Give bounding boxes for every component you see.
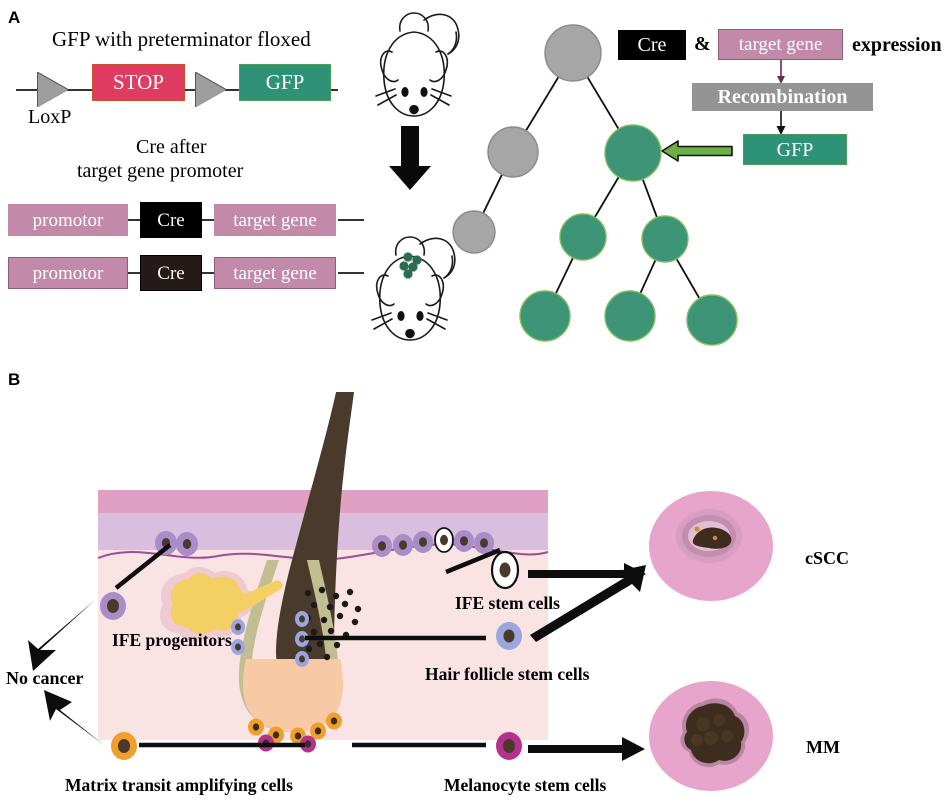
recombination-box: Recombination — [692, 83, 873, 111]
label-no-cancer: No cancer — [6, 668, 84, 688]
melanocyte-stem-cell-callout-cell — [496, 732, 522, 760]
panel-b-connectors — [28, 543, 646, 761]
lineage-node-green — [604, 290, 656, 342]
label-ife-progenitors: IFE progenitors — [112, 630, 232, 650]
arrow-to-gfp-icon — [776, 111, 786, 135]
mouse-wildtype-illustration — [375, 12, 460, 117]
connector-row2-a — [128, 272, 140, 274]
lineage-node-grey — [487, 126, 539, 178]
lineage-tree — [452, 24, 738, 346]
label-ife-stem-cells: IFE stem cells — [455, 593, 560, 613]
panel-a-letter: A — [8, 8, 21, 27]
promotor-box-row-2: promotor — [8, 257, 128, 289]
label-melanocyte-stem-cells: Melanocyte stem cells — [444, 775, 607, 795]
ampersand-label: & — [694, 33, 711, 55]
target-gene-box-row-1: target gene — [214, 204, 336, 236]
connector-row1-c — [338, 219, 364, 221]
hair-follicle-stem-cells-in-situ — [231, 611, 309, 667]
label-mm: MM — [806, 737, 840, 757]
lineage-node-green — [519, 290, 571, 342]
panel-b-letter: B — [8, 370, 21, 389]
ife-stem-cell-callout-cell — [490, 550, 520, 590]
down-arrow-icon — [389, 126, 431, 190]
label-matrix-transit-amplifying-cells: Matrix transit amplifying cells — [65, 775, 293, 795]
mm-tumor-illustration — [649, 681, 773, 791]
target-gene-expression-box: target gene — [718, 29, 843, 60]
hair-follicle-stem-cell-callout-cell — [496, 622, 522, 650]
mouse-gfp-positive-illustration — [371, 236, 456, 341]
loxp-label: LoxP — [28, 106, 72, 128]
expression-label: expression — [852, 34, 942, 56]
arrow-to-recombination-icon — [777, 60, 785, 84]
matrix-transit-amplifying-callout-cell — [111, 732, 137, 760]
cre-expression-box: Cre — [618, 30, 686, 60]
promotor-box-row-1: promotor — [8, 204, 128, 236]
cscc-tumor-illustration — [649, 491, 773, 601]
gfp-construct-title: GFP with preterminator floxed — [52, 27, 311, 51]
label-hair-follicle-stem-cells: Hair follicle stem cells — [425, 664, 590, 684]
cre-title-line-2: target gene promoter — [77, 160, 244, 182]
cre-box-row-2: Cre — [140, 255, 202, 291]
ife-stem-cell-row-in-epidermis — [372, 527, 494, 557]
ife-progenitor-callout-cell — [100, 592, 126, 620]
lineage-node-green — [559, 213, 607, 261]
green-left-arrow-icon — [661, 140, 733, 162]
loxp-triangle-2 — [196, 73, 226, 107]
lineage-node-green — [604, 124, 662, 182]
stop-box: STOP — [92, 64, 185, 101]
sebaceous-gland — [159, 567, 283, 642]
label-cscc: cSCC — [805, 548, 849, 568]
target-gene-box-row-2: target gene — [214, 257, 336, 289]
lineage-node-grey — [544, 24, 602, 82]
cre-title-line-1: Cre after — [136, 136, 207, 158]
connector-row2-c — [338, 272, 364, 274]
gfp-clone-dots — [399, 252, 422, 279]
gfp-box: GFP — [239, 64, 331, 101]
connector-row2-b — [202, 272, 214, 274]
cre-box-row-1: Cre — [140, 202, 202, 238]
ife-progenitor-cells-in-epidermis — [155, 531, 198, 556]
hair-follicle-sheath — [238, 560, 340, 732]
connector-row1-b — [202, 219, 214, 221]
lineage-node-green — [641, 215, 689, 263]
lineage-node-green — [686, 294, 738, 346]
hair-bulb — [242, 659, 344, 732]
loxp-triangle-1 — [38, 73, 68, 107]
connector-row1-a — [128, 219, 140, 221]
lineage-node-grey — [452, 210, 496, 254]
gfp-output-box: GFP — [743, 134, 847, 165]
